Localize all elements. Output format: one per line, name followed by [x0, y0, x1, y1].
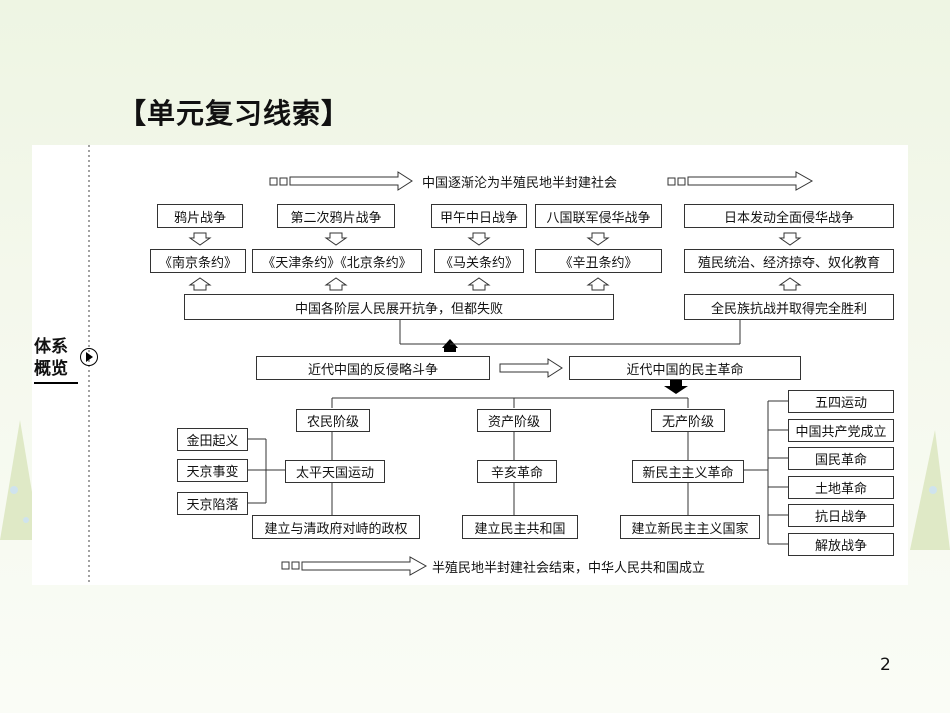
war-box: 鸦片战争 [157, 204, 243, 228]
taiping-event-box: 天京事变 [177, 459, 248, 482]
proletarian-event-box: 抗日战争 [788, 504, 894, 527]
result-box: 建立民主共和国 [462, 515, 578, 539]
class-box: 资产阶级 [477, 409, 551, 432]
result-box: 建立与清政府对峙的政权 [252, 515, 420, 539]
play-icon[interactable] [80, 348, 98, 366]
war-box: 八国联军侵华战争 [535, 204, 662, 228]
treaty-box: 《天津条约》《北京条约》 [252, 249, 422, 273]
proletarian-event-box: 国民革命 [788, 447, 894, 470]
class-box: 无产阶级 [651, 409, 725, 432]
side-label: 体系 概览 [34, 336, 78, 384]
proletarian-event-box: 解放战争 [788, 533, 894, 556]
proletarian-event-box: 土地革命 [788, 476, 894, 499]
page-number: 2 [880, 655, 891, 675]
page-title: 【单元复习线索】 [118, 97, 351, 130]
top-line-text: 中国逐渐沦为半殖民地半封建社会 [422, 176, 618, 191]
treaty-box: 《辛丑条约》 [535, 249, 662, 273]
war-box: 日本发动全面侵华战争 [684, 204, 894, 228]
resistance-right-box: 全民族抗战并取得完全胜利 [684, 294, 894, 320]
war-box: 甲午中日战争 [431, 204, 527, 228]
taiping-event-box: 天京陷落 [177, 492, 248, 515]
anti-invasion-box: 近代中国的反侵略斗争 [256, 356, 490, 380]
movement-box: 太平天国运动 [285, 460, 385, 483]
treaty-box: 《马关条约》 [434, 249, 524, 273]
treaty-box: 殖民统治、经济掠夺、奴化教育 [684, 249, 894, 273]
resistance-left-box: 中国各阶层人民展开抗争，但都失败 [184, 294, 614, 320]
taiping-event-box: 金田起义 [177, 428, 248, 451]
side-label-line2: 概览 [34, 359, 68, 379]
side-label-line1: 体系 [34, 337, 68, 357]
result-box: 建立新民主主义国家 [620, 515, 760, 539]
movement-box: 新民主主义革命 [632, 460, 744, 483]
proletarian-event-box: 中国共产党成立 [788, 419, 894, 442]
class-box: 农民阶级 [296, 409, 370, 432]
decorative-tree [0, 420, 40, 560]
movement-box: 辛亥革命 [477, 460, 557, 483]
treaty-box: 《南京条约》 [150, 249, 246, 273]
democratic-revolution-box: 近代中国的民主革命 [569, 356, 801, 380]
bottom-line-text: 半殖民地半封建社会结束，中华人民共和国成立 [432, 561, 706, 576]
war-box: 第二次鸦片战争 [277, 204, 395, 228]
side-underline [34, 382, 78, 384]
decorative-tree [905, 430, 950, 570]
proletarian-event-box: 五四运动 [788, 390, 894, 413]
